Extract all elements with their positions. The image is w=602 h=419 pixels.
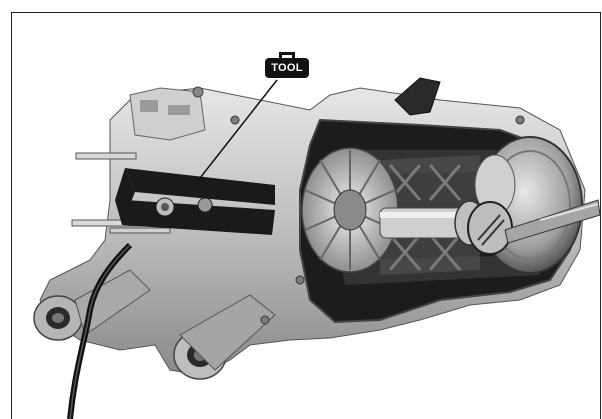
locking-bracket — [115, 168, 275, 235]
tool-callout-label: TOOL — [271, 62, 303, 74]
top-bracket — [394, 77, 441, 116]
figure-frame — [11, 12, 601, 419]
callout-leader — [199, 79, 278, 179]
puller-tool — [379, 199, 601, 255]
toolbox-icon — [265, 52, 309, 78]
studs — [71, 152, 171, 234]
